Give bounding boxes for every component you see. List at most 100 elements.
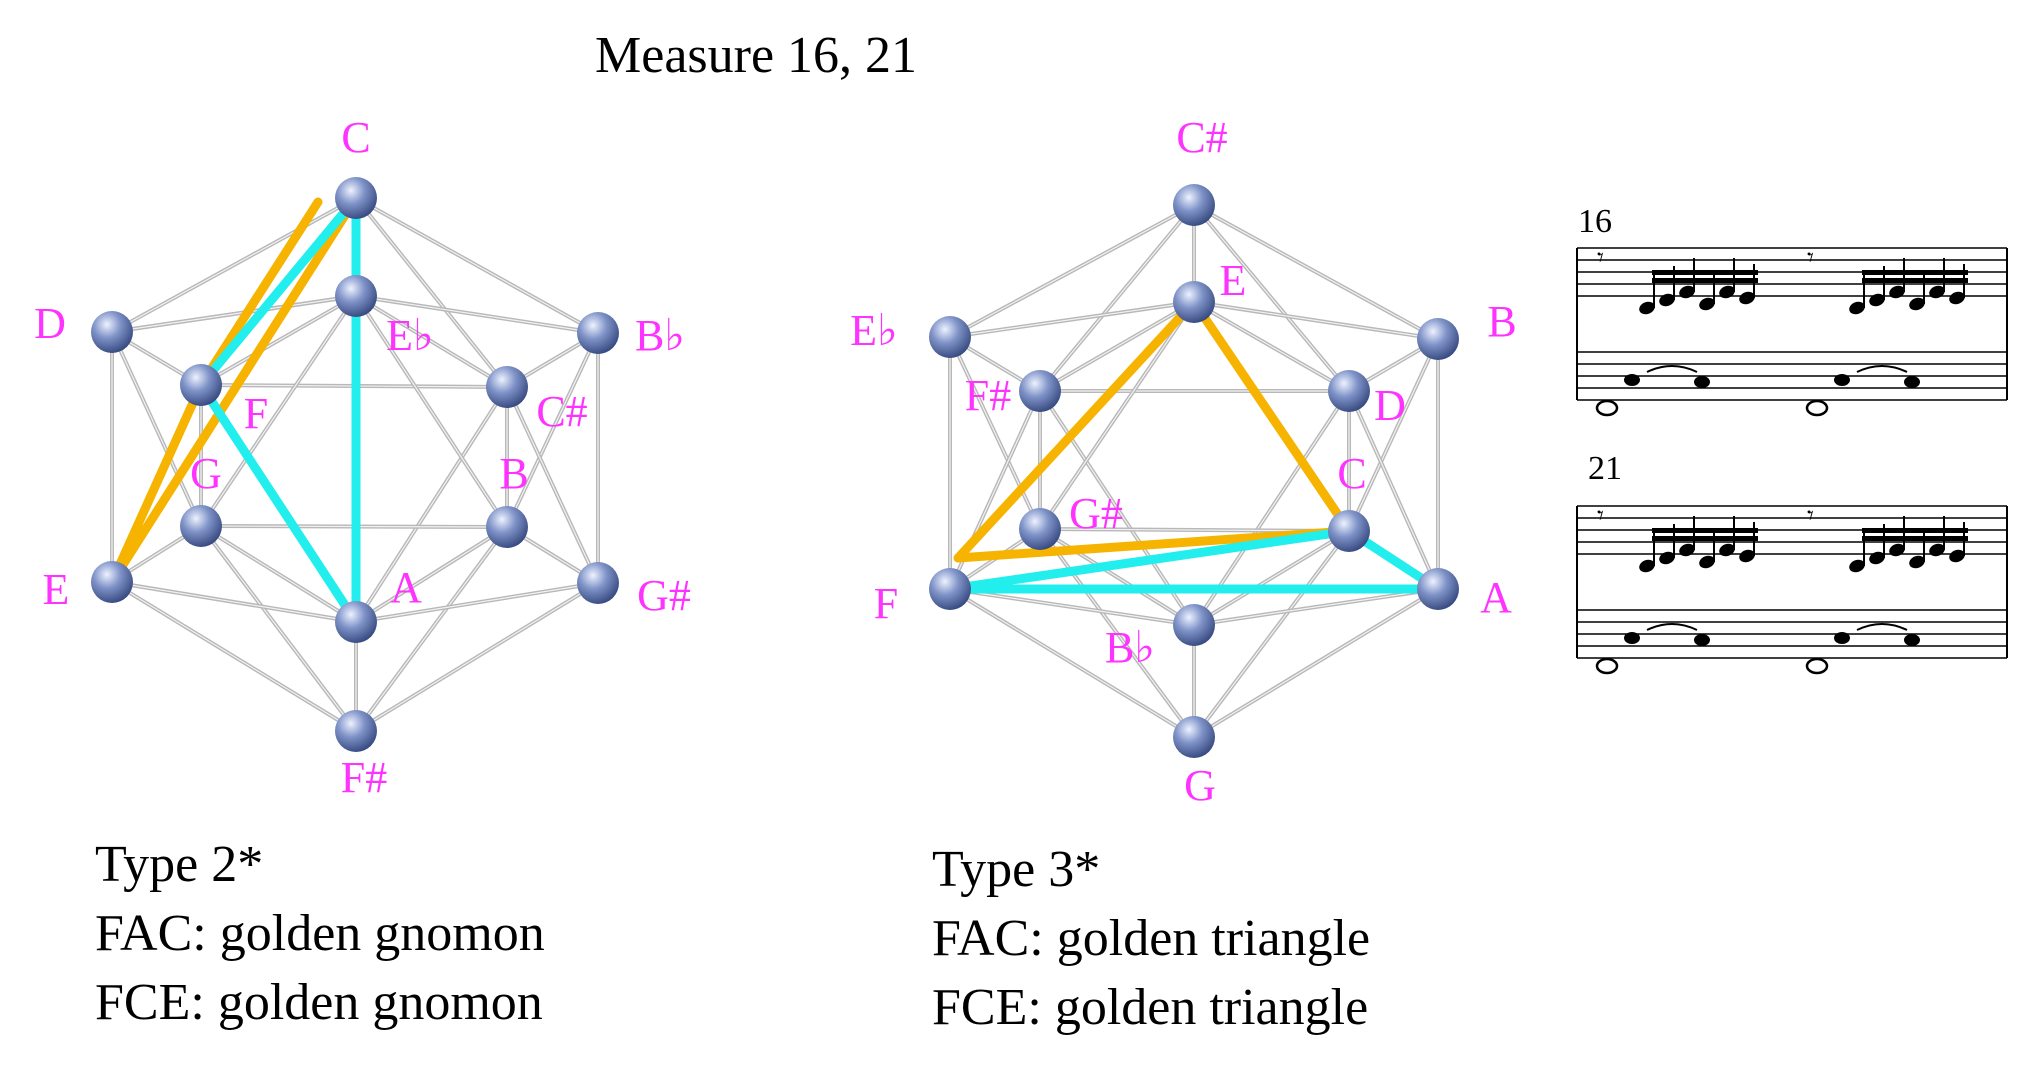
note-label-f: F — [244, 389, 268, 438]
edge-highlight — [355, 295, 508, 388]
rest-symbol: 𝄾 — [1597, 501, 1604, 530]
half-note — [1595, 399, 1619, 417]
note-head — [1889, 543, 1905, 557]
note-head — [1949, 291, 1965, 305]
beam — [1652, 528, 1758, 533]
vertex-node — [335, 275, 377, 317]
note-label-b: B — [1487, 297, 1516, 346]
note-label-a: A — [1480, 573, 1512, 622]
note-head — [1929, 285, 1945, 299]
note-label-eb: E♭ — [386, 311, 434, 360]
vertex-node — [91, 561, 133, 603]
measure-number-16: 16 — [1578, 203, 1612, 240]
left-caption-fce: FCE: golden gnomon — [95, 974, 543, 1031]
note-label-gs: G# — [1069, 489, 1123, 538]
note-label-c: C — [1337, 449, 1366, 498]
note-label-e: E — [43, 565, 70, 614]
edge-highlight — [111, 581, 357, 732]
measure-number-21: 21 — [1588, 450, 1622, 487]
vertex-node — [1173, 184, 1215, 226]
golden-triangle-fac-line — [945, 526, 1443, 594]
edge-highlight — [111, 331, 202, 527]
note-label-g: G — [190, 449, 222, 498]
vertex-node — [91, 311, 133, 353]
vertex-node — [1173, 604, 1215, 646]
edge-highlight — [506, 332, 599, 528]
edge-highlight — [1348, 338, 1439, 532]
note-head — [1719, 285, 1735, 299]
vertex-node — [486, 506, 528, 548]
vertex-node — [335, 710, 377, 752]
beam — [1862, 536, 1968, 541]
edge-highlight — [355, 526, 508, 732]
vertex-node — [1417, 318, 1459, 360]
edge-highlight — [200, 525, 357, 623]
edge-highlight — [1193, 204, 1350, 392]
note-head — [1659, 293, 1675, 307]
note-head — [1849, 559, 1865, 573]
tie — [1856, 365, 1908, 373]
vertex-node — [1417, 568, 1459, 610]
edge-highlight — [355, 197, 508, 388]
vertex-node — [1328, 510, 1370, 552]
half-note — [1805, 399, 1829, 417]
edge-highlight — [1193, 530, 1350, 626]
edge-highlight — [111, 197, 357, 333]
edge-highlight — [355, 386, 508, 623]
vertex-node — [180, 505, 222, 547]
edge-highlight — [1039, 301, 1195, 392]
note-head — [1929, 543, 1945, 557]
note-head — [1624, 632, 1640, 644]
vertex-node — [335, 601, 377, 643]
vertex-node — [1173, 716, 1215, 758]
note-label-cs: C# — [536, 387, 587, 436]
edge-highlight — [949, 588, 1195, 738]
half-note — [1805, 657, 1829, 675]
note-head — [1849, 301, 1865, 315]
edge-highlight — [1039, 301, 1195, 530]
note-head — [1719, 543, 1735, 557]
left-caption: Type 2* FAC: golden gnomon FCE: golden g… — [95, 830, 545, 1037]
note-head — [1739, 549, 1755, 563]
edge-highlight — [200, 295, 357, 386]
left-caption-fac: FAC: golden gnomon — [95, 905, 545, 962]
right-caption: Type 3* FAC: golden triangle FCE: golden… — [932, 835, 1370, 1042]
note-head — [1699, 555, 1715, 569]
beam — [1862, 528, 1968, 533]
edge-highlight — [111, 295, 357, 333]
music-score-excerpts: 16 21 𝄾𝄾𝄾𝄾 — [1576, 203, 2008, 675]
vertex-node — [577, 562, 619, 604]
note-head — [1869, 551, 1885, 565]
note-head — [1834, 374, 1850, 386]
beam — [1652, 278, 1758, 283]
note-label-cs: C# — [1176, 113, 1227, 162]
note-label-g: G — [1184, 761, 1216, 810]
note-label-eb: E♭ — [850, 306, 898, 355]
note-head — [1694, 634, 1710, 646]
tie — [1646, 365, 1698, 373]
note-label-fs: F# — [965, 371, 1011, 420]
edge-highlight — [949, 336, 1041, 530]
note-label-d: D — [1374, 381, 1406, 430]
vertex-node — [486, 366, 528, 408]
edge-highlight — [355, 295, 599, 334]
note-label-a: A — [390, 563, 422, 612]
edge-highlight — [355, 295, 508, 528]
note-head — [1949, 549, 1965, 563]
edge-highlight — [355, 526, 508, 623]
note-head — [1904, 634, 1920, 646]
vertex-node — [180, 364, 222, 406]
note-head — [1639, 559, 1655, 573]
edge-highlight — [1039, 528, 1195, 626]
note-head — [1679, 285, 1695, 299]
rest-symbol: 𝄾 — [1807, 501, 1814, 530]
note-label-gs: G# — [637, 571, 691, 620]
note-head — [1869, 293, 1885, 307]
vertex-node — [1019, 370, 1061, 412]
note-head — [1699, 297, 1715, 311]
vertex-node — [335, 177, 377, 219]
